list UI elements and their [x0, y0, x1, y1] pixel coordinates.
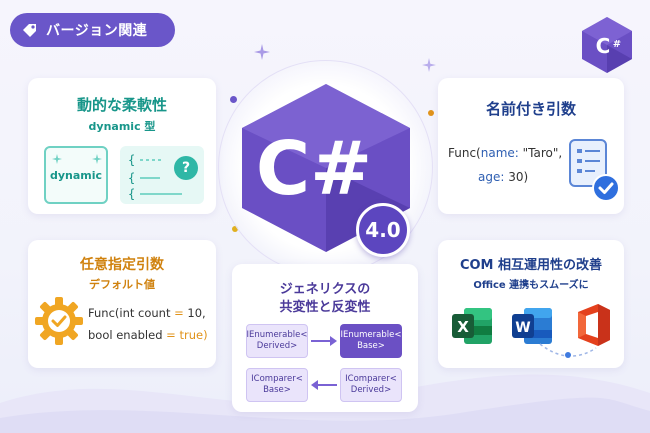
card-optional-arguments: 任意指定引数 デフォルト値 Func(int count = 10, bool … — [28, 240, 216, 368]
svg-text:#: # — [613, 39, 621, 50]
card-com-interop: COM 相互運用性の改善 Office 連携もスムーズに X W — [438, 240, 624, 368]
arrow-right-icon — [311, 336, 337, 346]
dynamic-box-label: dynamic — [49, 168, 103, 182]
svg-text:W: W — [515, 320, 530, 336]
word-icon: W — [512, 308, 552, 344]
sparkle-icon — [422, 58, 436, 72]
code-snippet-box: { { { ? — [120, 146, 204, 204]
decor-dot — [428, 110, 434, 116]
checklist-icon — [569, 139, 607, 187]
card-generics-title-line1: ジェネリクスの — [279, 282, 371, 297]
sparkle-icon — [52, 154, 102, 164]
card-named-title: 名前付き引数 — [485, 100, 576, 118]
tag-icon — [22, 22, 38, 38]
version-badge: 4.0 — [356, 203, 410, 257]
version-tag-pill: バージョン関連 — [10, 13, 175, 47]
check-icon — [592, 174, 620, 202]
generic-box-enumerable-base: IEnumerable<Base> — [340, 324, 402, 358]
gear-check-icon — [35, 297, 83, 345]
center-logo-text: C# — [256, 126, 372, 212]
card-generics-variance: ジェネリクスの 共変性と反変性 IEnumerable<Derived> IEn… — [232, 264, 418, 412]
card-dynamic: 動的な柔軟性 dynamic 型 dynamic { { { ? — [28, 78, 216, 214]
sparkle-icon — [254, 44, 270, 60]
card-com-title: COM 相互運用性の改善 — [459, 258, 603, 273]
card-generics-title-line2: 共変性と反変性 — [279, 300, 371, 315]
named-code-line2: age: 30) — [478, 170, 529, 184]
generic-box-comparer-derived: IComparer<Derived> — [340, 368, 402, 402]
connector-line — [539, 343, 597, 358]
office-icon — [578, 304, 610, 346]
svg-text:X: X — [457, 318, 469, 336]
optional-code-line1: Func(int count = 10, — [88, 306, 206, 320]
generic-box-comparer-base: IComparer<Base> — [246, 368, 308, 402]
card-optional-title: 任意指定引数 — [80, 257, 164, 273]
svg-text:C: C — [596, 34, 611, 58]
csharp-hex-logo-small: C # — [582, 17, 632, 73]
code-lines: { { { — [128, 153, 182, 201]
card-com-subtitle: Office 連携もスムーズに — [473, 280, 589, 291]
named-code-line1: Func(name: "Taro", — [448, 146, 563, 160]
svg-text:{: { — [128, 153, 135, 167]
card-named-arguments: 名前付き引数 Func(name: "Taro", age: 30) — [438, 78, 624, 214]
excel-icon: X — [452, 308, 492, 344]
svg-text:{: { — [128, 171, 135, 185]
optional-code-line2: bool enabled = true) — [88, 328, 208, 342]
question-icon: ? — [174, 156, 198, 180]
decor-dot — [232, 226, 238, 232]
svg-text:{: { — [128, 187, 135, 201]
version-tag-label: バージョン関連 — [46, 23, 148, 39]
card-optional-subtitle: デフォルト値 — [89, 278, 155, 291]
arrow-left-icon — [311, 380, 337, 390]
card-dynamic-title: 動的な柔軟性 — [76, 96, 167, 114]
card-dynamic-subtitle: dynamic 型 — [88, 120, 156, 133]
decor-dot — [230, 96, 237, 103]
generic-box-enumerable-derived: IEnumerable<Derived> — [246, 324, 308, 358]
dynamic-box: dynamic — [44, 146, 108, 204]
